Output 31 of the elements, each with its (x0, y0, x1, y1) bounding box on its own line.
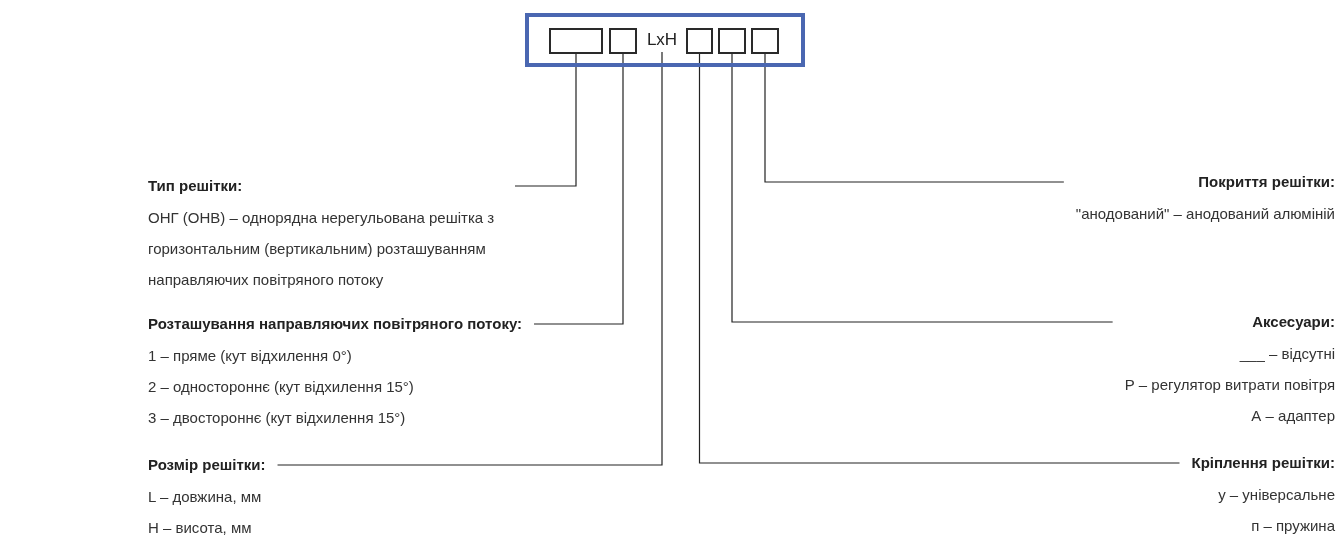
option-text: п – пружина (1251, 516, 1335, 536)
option-text: L – довжина, мм (148, 487, 262, 507)
option-text: у – універсальне (1218, 485, 1335, 505)
code-slot (751, 28, 779, 54)
option-text: 3 – двостороннє (кут відхилення 15°) (148, 408, 406, 428)
option-text: ___ – відсутні (1239, 344, 1335, 364)
leader-line (514, 53, 577, 187)
leader-line (731, 53, 1114, 323)
code-slot (718, 28, 746, 54)
code-slot (609, 28, 637, 54)
code-label: LxH (639, 26, 685, 52)
option-text: 2 – одностороннє (кут відхилення 15°) (148, 377, 414, 397)
leader-line (533, 53, 624, 325)
code-frame (525, 13, 805, 67)
option-text: Р – регулятор витрати повітря (1124, 375, 1335, 395)
code-slot (549, 28, 603, 54)
option-text: H – висота, мм (148, 518, 252, 538)
section-heading: Розмір решітки: (148, 455, 266, 475)
section-heading: Покриття решітки: (1198, 172, 1335, 192)
section-heading: Розташування направляючих повітряного потоку: (148, 314, 523, 334)
option-text: ОНГ (ОНВ) – однорядна нерегульована решітка з горизонтальним (вертикальним) розташуванням направляючих повітряного потоку (148, 208, 496, 290)
option-text: 1 – пряме (кут відхилення 0°) (148, 346, 352, 366)
section-heading: Кріплення решітки: (1191, 453, 1335, 473)
option-text: "анодований" – анодований алюміній (1075, 204, 1335, 224)
section-heading: Аксесуари: (1252, 312, 1335, 332)
leader-line (276, 51, 663, 466)
option-text: А – адаптер (1251, 406, 1335, 426)
section-heading: Тип решітки: (148, 176, 243, 196)
leader-line (698, 53, 1181, 464)
leader-line (764, 53, 1065, 183)
code-slot (686, 28, 713, 54)
